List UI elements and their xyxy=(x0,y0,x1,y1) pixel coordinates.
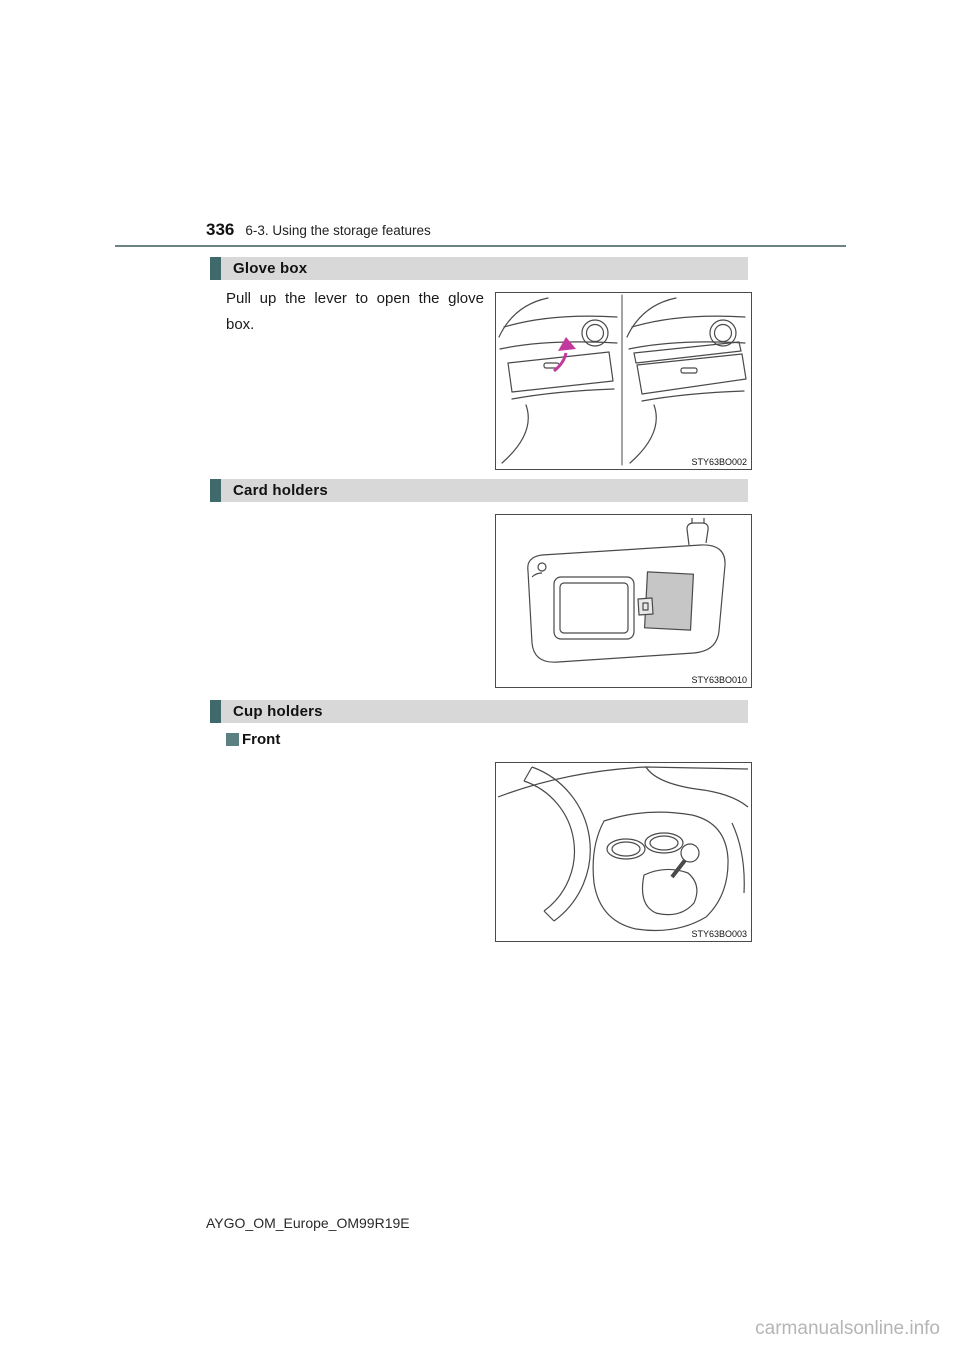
pull-up-arrow-icon xyxy=(553,337,576,373)
section-header-cup-holders: Cup holders xyxy=(210,700,748,723)
figure-code: STY63BO002 xyxy=(689,457,747,467)
section-accent-bar xyxy=(210,257,221,280)
glove-box-instruction: Pull up the lever to open the glove box. xyxy=(226,290,484,333)
chapter-title: 6-3. Using the storage features xyxy=(245,223,431,238)
figure-code: STY63BO010 xyxy=(689,675,747,685)
section-title: Cup holders xyxy=(233,703,323,720)
page-number: 336 xyxy=(206,220,235,239)
front-label: Front xyxy=(242,731,281,748)
section-accent-bar xyxy=(210,700,221,723)
section-accent-bar xyxy=(210,479,221,502)
square-bullet-icon xyxy=(226,733,239,746)
section-header-glove-box: Glove box xyxy=(210,257,748,280)
watermark: carmanualsonline.info xyxy=(755,1318,940,1339)
glove-box-figure: STY63BO002 xyxy=(495,292,752,470)
page-header: 336 6-3. Using the storage features xyxy=(206,220,431,240)
section-header-card-holders: Card holders xyxy=(210,479,748,502)
front-subheading: Front xyxy=(226,731,280,748)
section-title: Card holders xyxy=(233,482,328,499)
footer-document-code: AYGO_OM_Europe_OM99R19E xyxy=(206,1215,410,1231)
cup-holder-figure: STY63BO003 xyxy=(495,762,752,942)
card-holder-figure: STY63BO010 xyxy=(495,514,752,688)
sun-visor-illustration xyxy=(527,518,726,663)
cup-holder-illustration xyxy=(497,766,749,932)
glove-box-illustration xyxy=(498,294,747,466)
header-rule xyxy=(115,245,846,247)
figure-code: STY63BO003 xyxy=(689,929,747,939)
section-title: Glove box xyxy=(233,260,308,277)
